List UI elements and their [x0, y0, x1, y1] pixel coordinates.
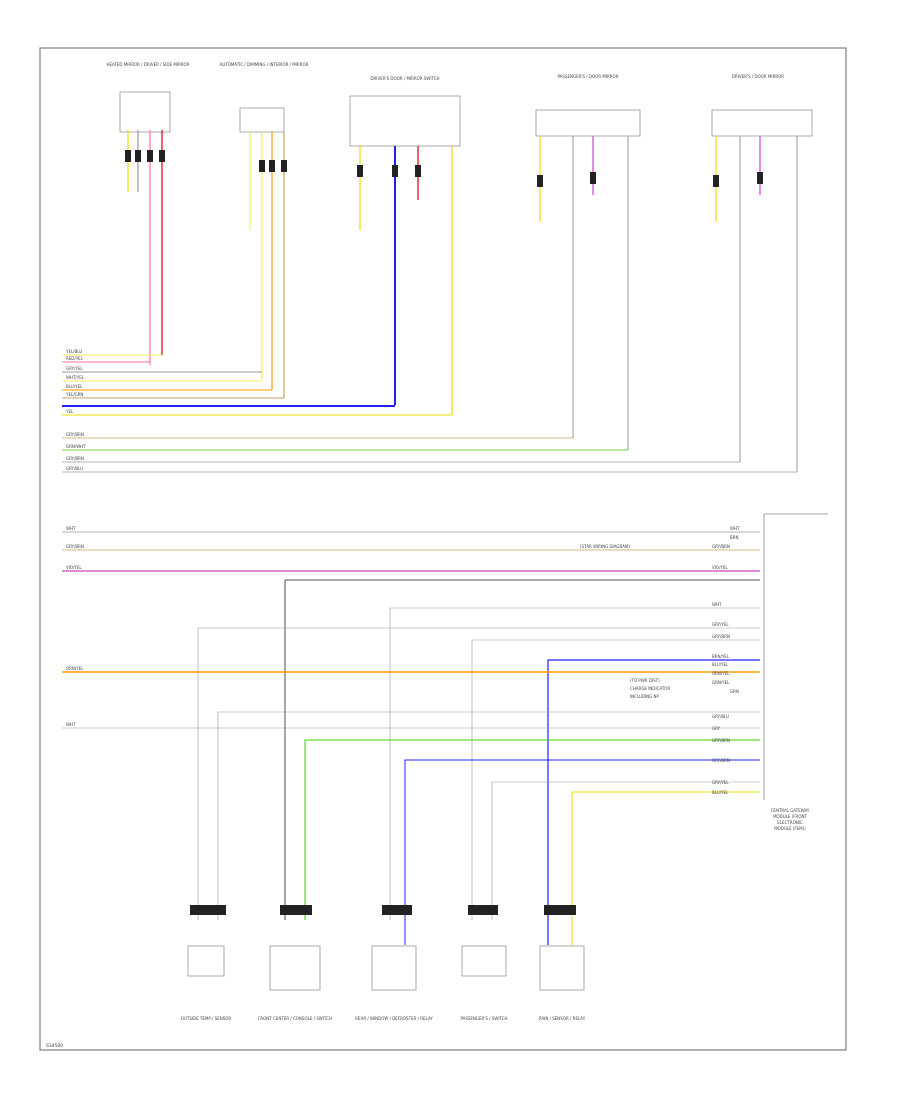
component-title: HEATED MIRROR / DRIVER / SIDE MIRROR [107, 62, 190, 67]
diagram-frame [39, 47, 847, 1051]
component-title: REAR / WINDOW / DEFROSTER / RELAY [355, 1016, 433, 1021]
component-title: OUTSIDE TEMP / SENSOR [181, 1016, 232, 1021]
component-dimming-mirror: AUTOMATIC / DIMMING / INTERIOR / MIRROR [220, 62, 309, 398]
pin-label: GRY/BRN [712, 544, 730, 549]
pin-label: GRY/BLU [712, 714, 729, 719]
pin-label: ORN/YEL [712, 671, 730, 676]
module-note: (STAR WIRING DIAGRAM) [580, 544, 630, 549]
pin-label: WHT [712, 602, 722, 607]
pin-label: BLU/YEL [712, 662, 729, 667]
component-passenger-switch: PASSENGER'S / SWITCH [460, 905, 508, 1021]
pin-label: VIO/YEL [712, 565, 728, 570]
wire-label: VIO/YEL [66, 565, 82, 570]
pin-label: GRY/BRN [712, 634, 730, 639]
component-title: AUTOMATIC / DIMMING / INTERIOR / MIRROR [220, 62, 309, 67]
wire-label: GRY/BRN [66, 544, 84, 549]
component-title: PASSENGER'S / DOOR MIRROR [558, 74, 619, 79]
module-pin-labels: WHT BRN GRY/BRN VIO/YEL WHT GRY/YEL GRY/… [712, 526, 740, 795]
component-heated-mirror: HEATED MIRROR / DRIVER / SIDE MIRROR [107, 62, 190, 365]
pin-label: BRN/YEL [712, 654, 730, 659]
wire-label: RED/YEL [66, 356, 84, 361]
pin-label: BLU/YEL [712, 790, 729, 795]
pin-label: GRN [730, 689, 739, 694]
module-title: MODULE (FEM)) [774, 826, 806, 831]
wire-label: GRY/BRN [66, 456, 84, 461]
component-title: RAIN / SENSOR / RELAY [539, 1016, 586, 1021]
wire-label: ORN/YEL [66, 666, 84, 671]
wire-label: GRY/BLU [66, 466, 83, 471]
component-title: PASSENGER'S / SWITCH [460, 1016, 507, 1021]
footer-code: S34500 [46, 1043, 63, 1049]
central-module: CENTRAL GATEWAY MODULE (FRONT ELECTRONIC… [763, 513, 828, 831]
wire-label: GRN/WHT [66, 444, 86, 449]
wire-label: GRY/YEL [66, 366, 83, 371]
module-note: INCLUDING NP [630, 694, 660, 699]
module-title: ELECTRONIC [777, 820, 803, 825]
mid-bus-labels: WHT GRY/BRN VIO/YEL ORN/YEL WHT [66, 526, 84, 727]
wire-label: BLU/YEL [66, 384, 83, 389]
wire-label: WHT [66, 722, 76, 727]
pin-label: GRY/YEL [712, 780, 729, 785]
pin-label: GRY/YEL [712, 622, 729, 627]
component-rain-sensor-relay: RAIN / SENSOR / RELAY [539, 905, 586, 1021]
component-title: DRIVER'S DOOR / MIRROR SWITCH [370, 76, 439, 81]
upper-wire-bus [62, 354, 797, 473]
component-driver-mirror: DRIVER'S / DOOR MIRROR [711, 74, 813, 472]
component-rear-defroster-relay: REAR / WINDOW / DEFROSTER / RELAY [355, 905, 433, 1021]
component-outside-temp: OUTSIDE TEMP / SENSOR [181, 905, 232, 1021]
component-passenger-mirror: PASSENGER'S / DOOR MIRROR [535, 74, 641, 450]
component-front-console-switch: FRONT CENTER / CONSOLE / SWITCH [258, 905, 332, 1021]
pin-label: GRY/BRN [712, 758, 730, 763]
wire-label: YEL/BLU [65, 349, 82, 354]
module-note: (TO PWR DIST) [630, 678, 660, 683]
pin-label: GRY [712, 726, 721, 731]
pin-label: GRN/YEL [712, 680, 730, 685]
mid-wire-bus [62, 531, 760, 945]
pin-label: WHT [730, 526, 740, 531]
wire-label: YEL [65, 409, 74, 414]
component-title: DRIVER'S / DOOR MIRROR [732, 74, 784, 79]
wire-label: GRY/BRN [66, 432, 84, 437]
pin-label: BRN [730, 535, 739, 540]
module-notes: (STAR WIRING DIAGRAM) (TO PWR DIST) CHAR… [580, 544, 670, 699]
component-title: FRONT CENTER / CONSOLE / SWITCH [258, 1016, 332, 1021]
module-note: CHARGE INDICATOR [630, 686, 670, 691]
module-title: MODULE (FRONT [773, 814, 807, 819]
wire-label: WHT/YEL [66, 375, 85, 380]
pin-label: GRY/BRN [712, 738, 730, 743]
upper-bus-labels: YEL/BLU RED/YEL GRY/YEL WHT/YEL BLU/YEL … [65, 349, 86, 471]
module-title: CENTRAL GATEWAY [771, 808, 810, 813]
component-door-mirror-switch: DRIVER'S DOOR / MIRROR SWITCH [349, 76, 461, 415]
wire-label: YEL/GRN [65, 392, 83, 397]
wire-label: WHT [66, 526, 76, 531]
